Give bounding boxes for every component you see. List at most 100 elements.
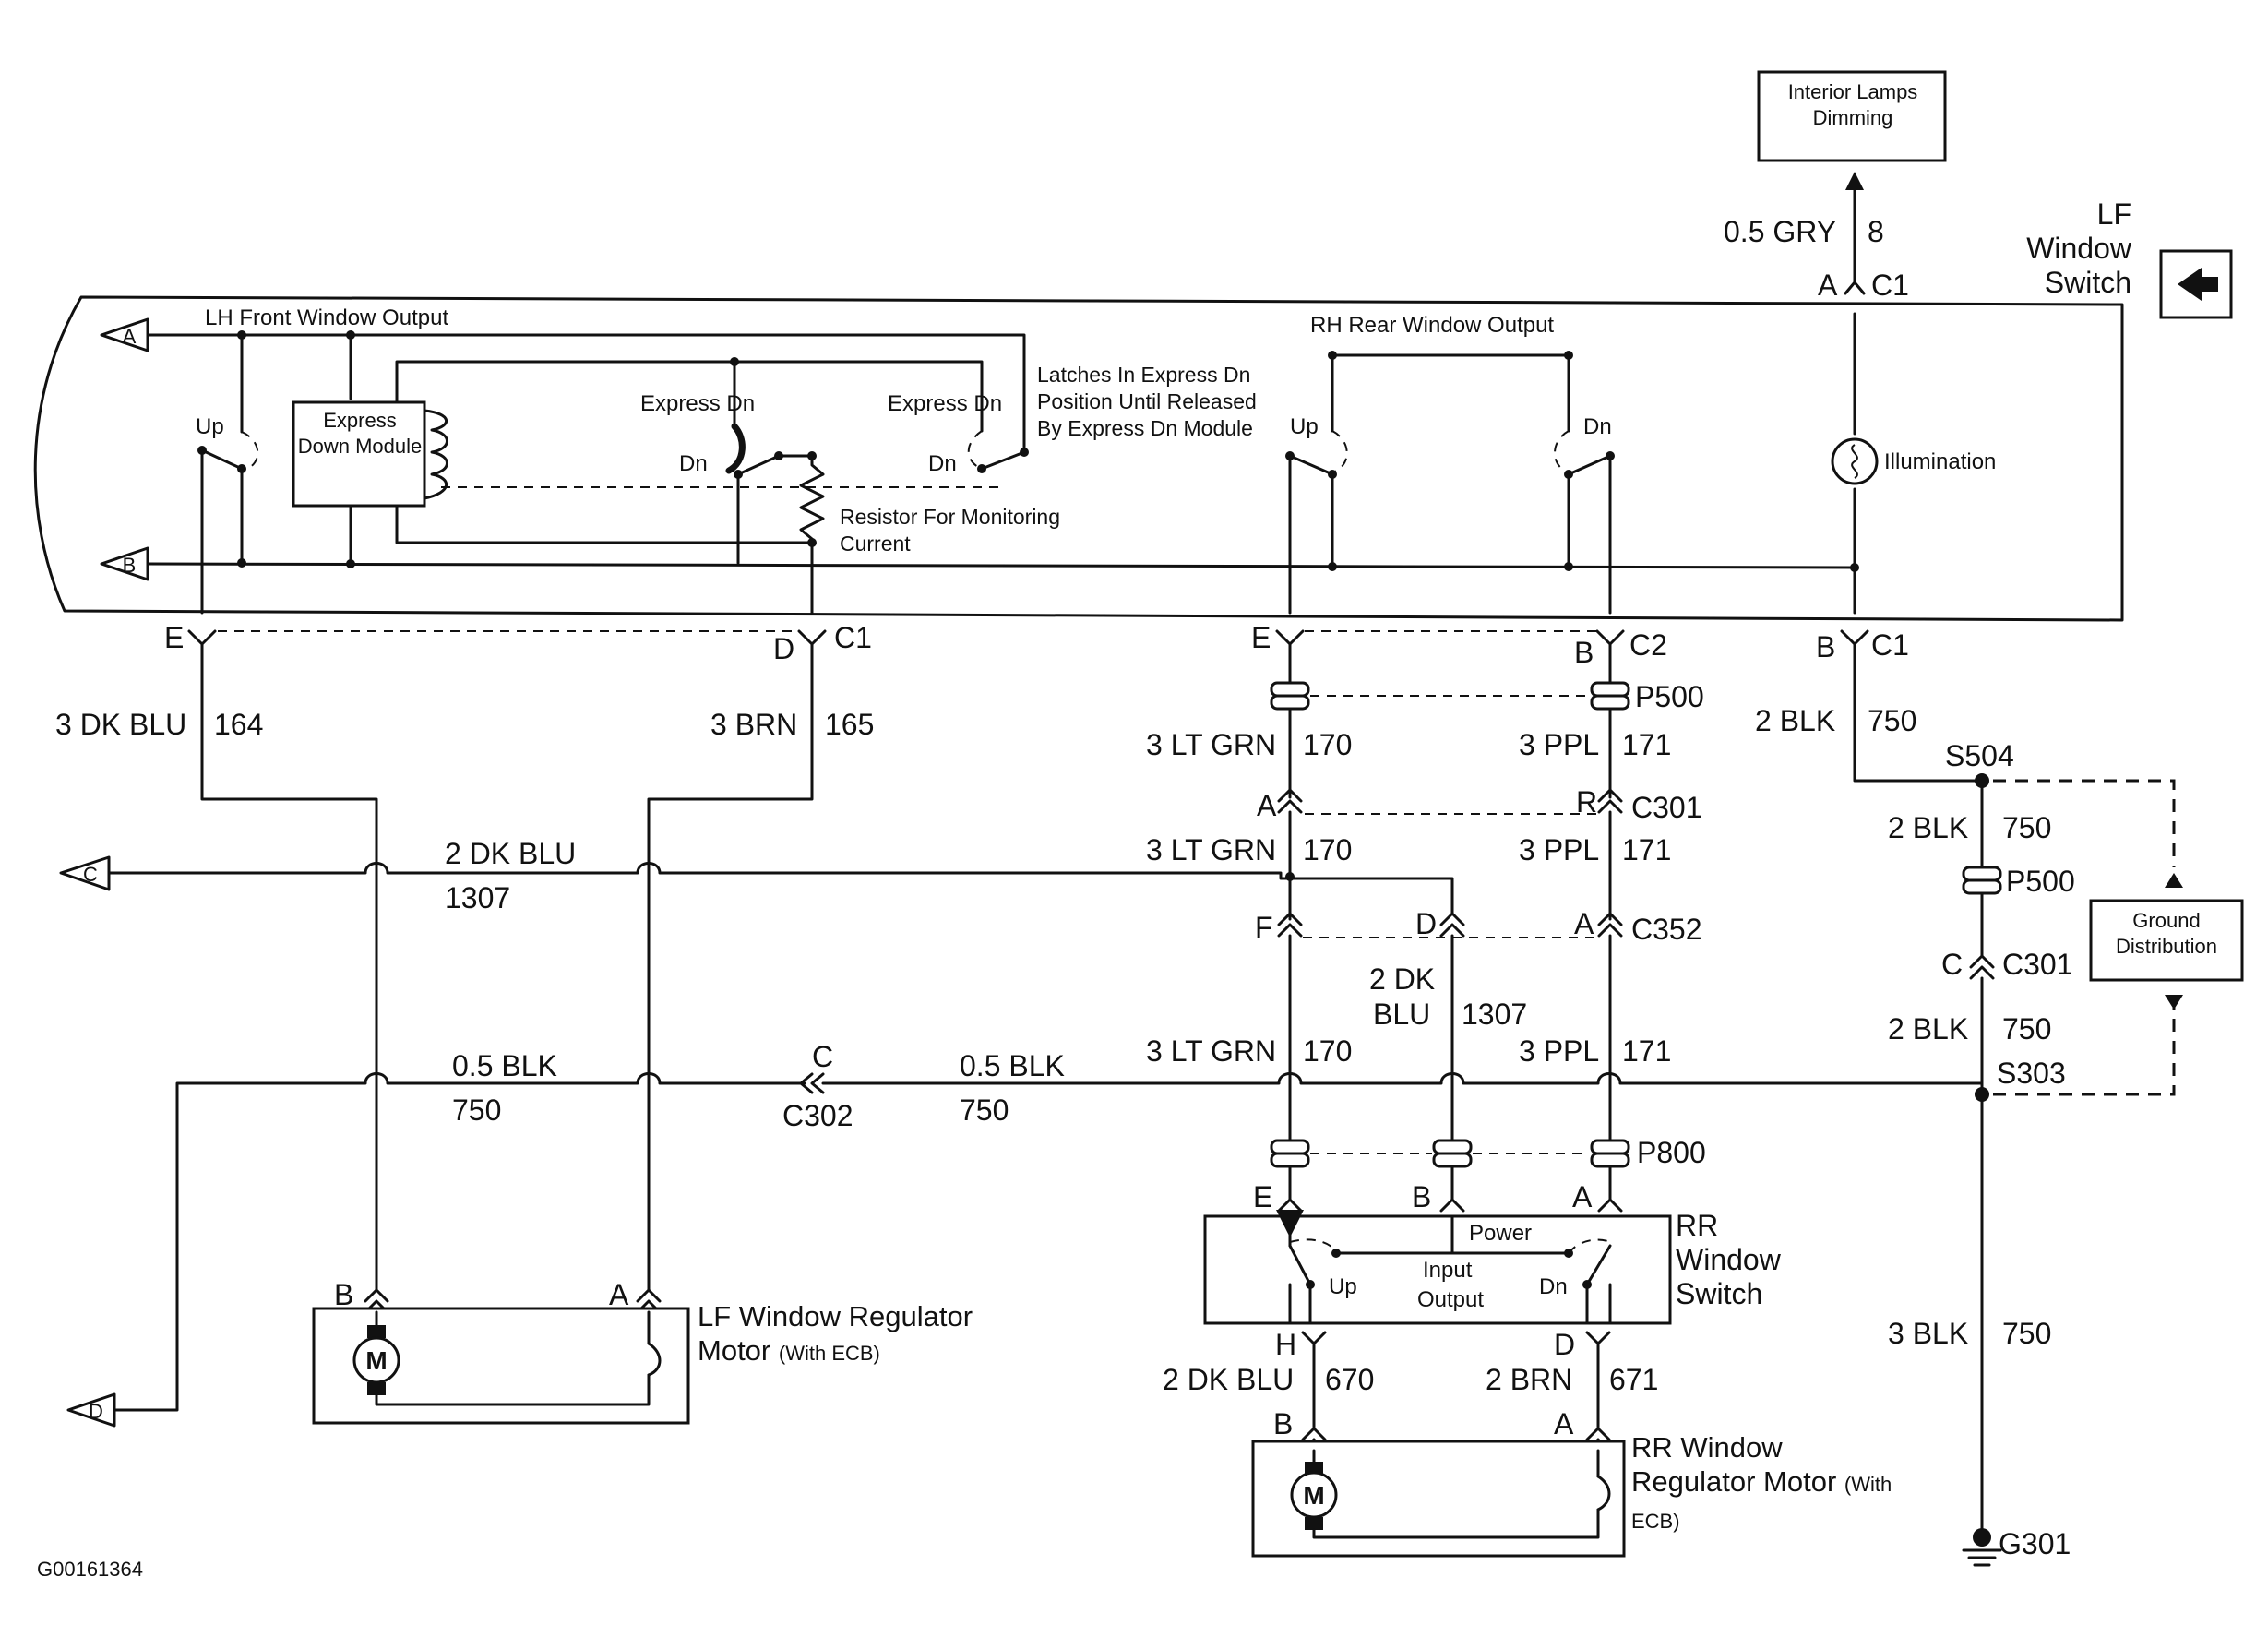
svg-text:D: D <box>1415 907 1437 940</box>
svg-text:170: 170 <box>1303 833 1352 866</box>
svg-text:165: 165 <box>825 708 874 741</box>
lf-window-switch-enclosure <box>33 295 2124 622</box>
svg-text:750: 750 <box>2002 811 2051 844</box>
svg-text:A: A <box>1257 789 1277 822</box>
express-dn-label-2: Express Dn <box>888 391 1002 416</box>
svg-text:3 BLK: 3 BLK <box>1888 1317 1968 1350</box>
latch-note: Latches In Express Dn Position Until Rel… <box>1037 363 1257 440</box>
svg-text:D: D <box>1554 1328 1575 1361</box>
svg-text:B: B <box>334 1278 353 1311</box>
ground-distribution-box: Ground Distribution <box>2089 899 2244 982</box>
svg-text:670: 670 <box>1325 1363 1374 1396</box>
svg-text:1307: 1307 <box>1462 998 1527 1031</box>
svg-text:750: 750 <box>1868 704 1916 737</box>
svg-text:0.5 BLK: 0.5 BLK <box>452 1049 557 1082</box>
svg-text:164: 164 <box>214 708 263 741</box>
svg-text:P500: P500 <box>1635 680 1704 713</box>
svg-text:C1: C1 <box>834 621 872 654</box>
dn-label-express-2: Dn <box>928 451 957 476</box>
dn-label-express-1: Dn <box>679 451 708 476</box>
rr-power-label: Power <box>1469 1221 1532 1246</box>
svg-text:1307: 1307 <box>445 881 510 914</box>
rr-window-regulator-motor: M RR Window Regulator Motor (With ECB) <box>1251 1431 1892 1558</box>
svg-text:D: D <box>89 1400 103 1423</box>
svg-text:3 LT GRN: 3 LT GRN <box>1146 1034 1276 1068</box>
lh-front-window-output-label: LH Front Window Output <box>205 305 448 330</box>
svg-text:C301: C301 <box>1631 791 1702 824</box>
svg-text:171: 171 <box>1622 833 1671 866</box>
svg-text:BLU: BLU <box>1373 998 1430 1031</box>
svg-text:C301: C301 <box>2002 948 2073 981</box>
svg-text:C: C <box>1941 948 1963 981</box>
dn-label-rh: Dn <box>1583 414 1612 439</box>
resistor-label: Resistor For Monitoring Current <box>840 505 1060 556</box>
svg-text:G301: G301 <box>1999 1527 2071 1560</box>
up-label-lh: Up <box>196 414 224 439</box>
svg-text:B: B <box>1273 1407 1293 1440</box>
svg-text:2 DK: 2 DK <box>1369 962 1435 996</box>
svg-text:170: 170 <box>1303 728 1352 761</box>
rh-rear-window-output-label: RH Rear Window Output <box>1310 313 1554 338</box>
svg-text:3 LT GRN: 3 LT GRN <box>1146 833 1276 866</box>
rr-input-label: Input <box>1423 1258 1473 1283</box>
svg-text:B: B <box>1412 1180 1431 1213</box>
svg-text:171: 171 <box>1622 728 1671 761</box>
lf-switch-labels: LH Front Window Output RH Rear Window Ou… <box>196 197 2131 556</box>
interior-lamps-dimming: Interior Lamps Dimming 0.5 GRY 8 A C1 <box>1724 70 1947 302</box>
lf-switch-internal-circuit <box>146 312 1879 615</box>
express-down-module-label: Express Down Module <box>298 409 423 458</box>
rr-motor-title: RR Window Regulator Motor (With ECB) <box>1631 1431 1892 1533</box>
rr-window-switch-title: RR Window Switch <box>1676 1209 1781 1310</box>
svg-text:8: 8 <box>1868 215 1884 248</box>
svg-text:750: 750 <box>452 1093 501 1127</box>
offpage-ref-d: D <box>66 1392 116 1428</box>
svg-text:2 DK BLU: 2 DK BLU <box>445 837 576 870</box>
svg-text:C352: C352 <box>1631 913 1702 946</box>
svg-text:D: D <box>773 632 794 665</box>
rr-output-label: Output <box>1417 1287 1484 1312</box>
ground-path: 2 BLK 750 S504 2 BLK 750 P500 C C301 2 B… <box>1755 642 2183 1567</box>
locator-arrow-box <box>2159 249 2233 319</box>
svg-text:E: E <box>1253 1180 1272 1213</box>
lf-window-regulator-motor: B A M LF Window Regulator Motor (With EC… <box>312 1278 973 1425</box>
svg-text:750: 750 <box>960 1093 1009 1127</box>
offpage-ref-c: C <box>59 855 111 891</box>
svg-text:750: 750 <box>2002 1317 2051 1350</box>
svg-text:A: A <box>609 1278 629 1311</box>
svg-text:S303: S303 <box>1997 1057 2066 1090</box>
svg-text:C: C <box>83 863 98 886</box>
offpage-ref-a: A <box>100 317 149 352</box>
illumination-label: Illumination <box>1884 449 1996 474</box>
svg-text:171: 171 <box>1622 1034 1671 1068</box>
svg-text:3 PPL: 3 PPL <box>1519 833 1599 866</box>
lf-window-switch-title: LF Window Switch <box>2026 197 2131 299</box>
svg-text:2 BLK: 2 BLK <box>1888 811 1968 844</box>
svg-text:2 DK BLU: 2 DK BLU <box>1163 1363 1294 1396</box>
svg-text:3 BRN: 3 BRN <box>710 708 797 741</box>
svg-text:3 DK BLU: 3 DK BLU <box>55 708 186 741</box>
lf-motor-symbol: M <box>365 1346 387 1375</box>
svg-text:2 BLK: 2 BLK <box>1755 704 1835 737</box>
switch-connector-row: E D C1 E B C2 B C1 <box>164 621 1909 669</box>
svg-text:2 BRN: 2 BRN <box>1486 1363 1572 1396</box>
svg-text:C1: C1 <box>1871 269 1909 302</box>
svg-text:0.5 GRY: 0.5 GRY <box>1724 215 1836 248</box>
svg-text:A: A <box>1818 269 1838 302</box>
lf-motor-title: LF Window Regulator Motor (With ECB) <box>698 1300 973 1367</box>
svg-text:C1: C1 <box>1871 628 1909 662</box>
svg-text:H: H <box>1275 1328 1296 1361</box>
svg-text:P500: P500 <box>2006 865 2075 898</box>
express-dn-label-1: Express Dn <box>640 391 755 416</box>
up-label-rh: Up <box>1290 414 1319 439</box>
svg-text:S504: S504 <box>1945 739 2014 772</box>
svg-text:B: B <box>1574 636 1594 669</box>
svg-text:R: R <box>1576 785 1597 818</box>
svg-text:A: A <box>1574 907 1594 940</box>
svg-text:3 PPL: 3 PPL <box>1519 1034 1599 1068</box>
svg-text:C: C <box>812 1040 833 1073</box>
svg-text:C302: C302 <box>782 1099 853 1132</box>
svg-text:750: 750 <box>2002 1012 2051 1046</box>
rr-wires: P500 3 LT GRN 170 3 PPL 171 A R C301 3 L… <box>1146 642 1706 1213</box>
svg-text:F: F <box>1255 911 1273 944</box>
